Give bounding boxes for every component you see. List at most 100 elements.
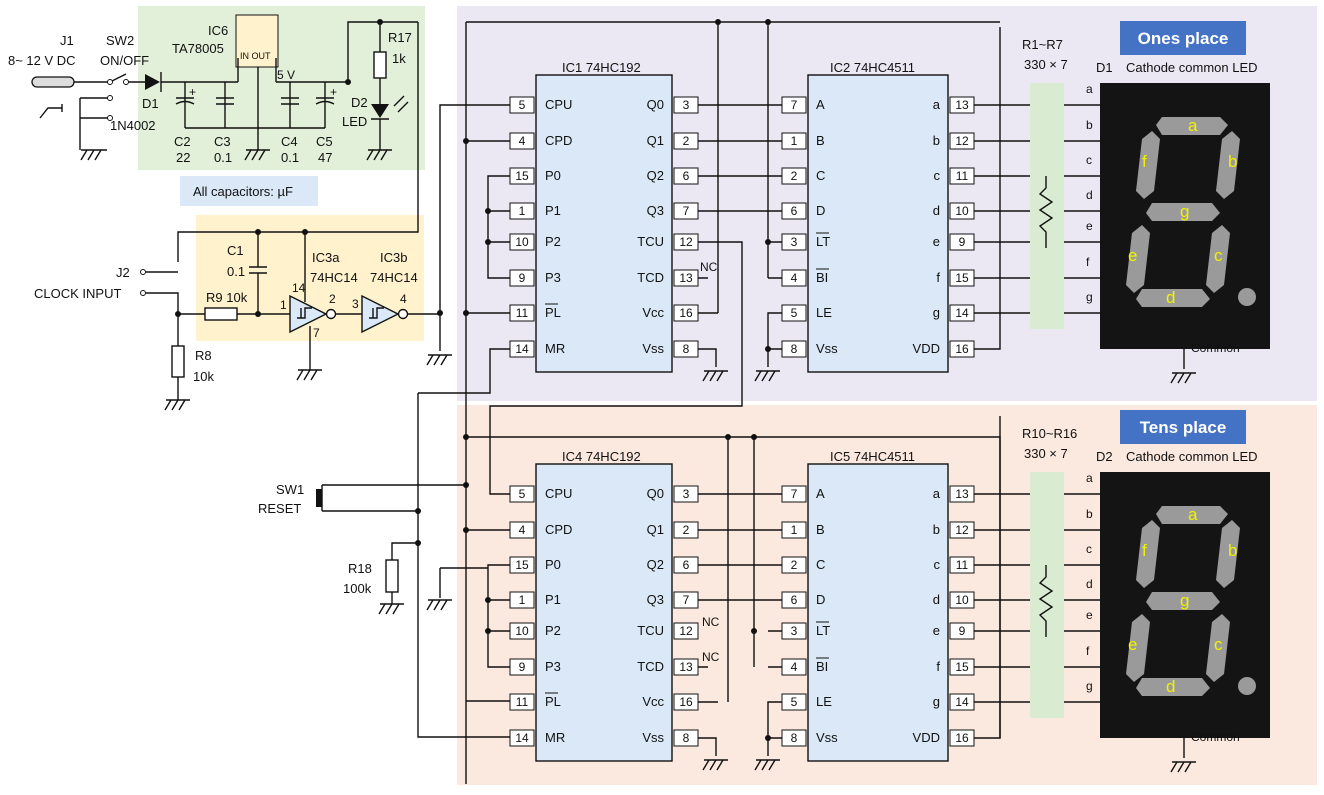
ones-decoder-pin-name: c [934,168,941,183]
ic3a-pin-7: 7 [313,326,320,340]
c5-ref: C5 [316,134,333,149]
tens-counter-pin-name: Q2 [647,557,664,572]
tens-seg-wire-label: f [1086,644,1090,658]
ones-counter-pin-num: 5 [519,98,526,112]
wire [439,567,488,598]
sw2-ref: SW2 [106,33,134,48]
ic6-regulator [235,14,279,68]
tens-counter-pin-num: 14 [515,731,529,745]
tens-counter-pin-box [509,693,535,711]
r18-value: 100k [343,581,372,596]
wire [768,241,782,279]
ones-decoder-pin-name: B [816,133,825,148]
tens-disp-ref: D2 [1096,449,1113,464]
d1-value: 1N4002 [110,118,156,133]
ones-title: Ones place [1138,29,1229,48]
ones-counter-pin-box [509,340,535,358]
tens-tcu-nc: NC [702,615,720,629]
ones-segment-b [1216,131,1240,199]
ones-decoder-pin-name: BI [816,270,828,285]
j1-value: 8~ 12 V DC [8,53,76,68]
ones-decoder-pin-name: g [933,305,940,320]
ones-counter-pin-num: 9 [519,271,526,285]
tens-decoder-pin-num: 15 [955,660,969,674]
tens-res-ref: R10~R16 [1022,426,1077,441]
ic3b-value: 74HC14 [370,270,418,285]
led-icon [371,104,389,118]
tens-segment-label: d [1166,677,1175,696]
sw1-pushbutton [316,489,322,507]
ones-segment-d [1136,289,1210,307]
c2-value: 22 [176,150,190,165]
ones-counter-pin-num: 11 [516,306,529,320]
tens-decoder-pin-num: 5 [791,695,798,709]
tens-seg-wire-label: e [1086,608,1093,622]
c3-ref: C3 [214,134,231,149]
r8-ref: R8 [195,348,212,363]
ones-decoder-pin-name: VDD [913,341,940,356]
tens-decoder-pin-name: LT [816,623,830,638]
j2-ref: J2 [116,265,130,280]
junction-dot [751,628,757,634]
tens-decoder-pin-num: 13 [955,487,969,501]
ones-counter-pin-name: CPD [545,133,572,148]
ones-counter-pin-num: 6 [683,169,690,183]
c5-value: 47 [318,150,332,165]
j1-ref: J1 [60,33,74,48]
ones-counter-pin-num: 15 [515,169,529,183]
ones-segment-label: c [1214,246,1223,265]
c5-capacitor: + [315,85,337,105]
sw2-value: ON/OFF [100,53,149,68]
ones-seg-wire-label: a [1086,82,1093,96]
svg-text:+: + [330,85,337,99]
ones-counter-pin-name: P0 [545,168,561,183]
ones-decoder-pin-name: D [816,203,825,218]
wire [717,22,769,313]
ones-segment-label: e [1128,246,1137,265]
wire [754,759,780,771]
wire [487,175,510,279]
wire [1038,176,1054,248]
wire [1170,761,1196,773]
ones-counter-pin-name: PL [545,305,561,320]
ones-decoder-pin-name: C [816,168,825,183]
c3-capacitor [216,97,234,105]
ic3a-pin-2: 2 [329,292,336,306]
tens-segment-label: b [1228,541,1237,560]
tens-title-badge [1120,410,1246,444]
ones-segment-g [1146,203,1220,221]
tens-counter-pin-num: 16 [679,695,693,709]
ones-counter-pin-box [509,132,535,150]
ones-counter-pin-name: Vss [642,341,664,356]
r9-resistor [204,307,238,321]
tens-decoder-pin-name: a [933,486,941,501]
tens-decoder-pin-num: 9 [959,624,966,638]
ones-counter-pin-num: 1 [519,204,526,218]
ic3a-schmitt-inverter [289,294,328,334]
ground-icon [426,354,452,366]
tens-segment-e [1126,614,1150,682]
tens-seg-wire-label: g [1086,679,1093,693]
wire [426,354,452,366]
ones-decoder-pin-name: f [936,270,940,285]
ones-counter-pin-name: Q3 [647,203,664,218]
ones-counter-pin-num: 10 [515,235,529,249]
ic6-pins: IN OUT [240,51,271,61]
wire [974,416,1001,739]
wire [698,277,718,314]
tens-decoder-pin-num: 4 [791,660,798,674]
tens-decoder-pin-name: b [933,522,940,537]
ones-seg-wire-label: b [1086,118,1093,132]
r17-ref: R17 [388,30,412,45]
ones-segment-label: a [1188,116,1198,135]
ones-decoder-pin-num: 6 [791,204,798,218]
tens-tcd-nc: NC [702,650,720,664]
diode-icon [145,74,160,90]
ones-seg-wire-label: d [1086,188,1093,202]
junction-dot [715,19,721,25]
tens-decoder-pin-name: C [816,557,825,572]
ones-decoder-pin-name: d [933,203,940,218]
